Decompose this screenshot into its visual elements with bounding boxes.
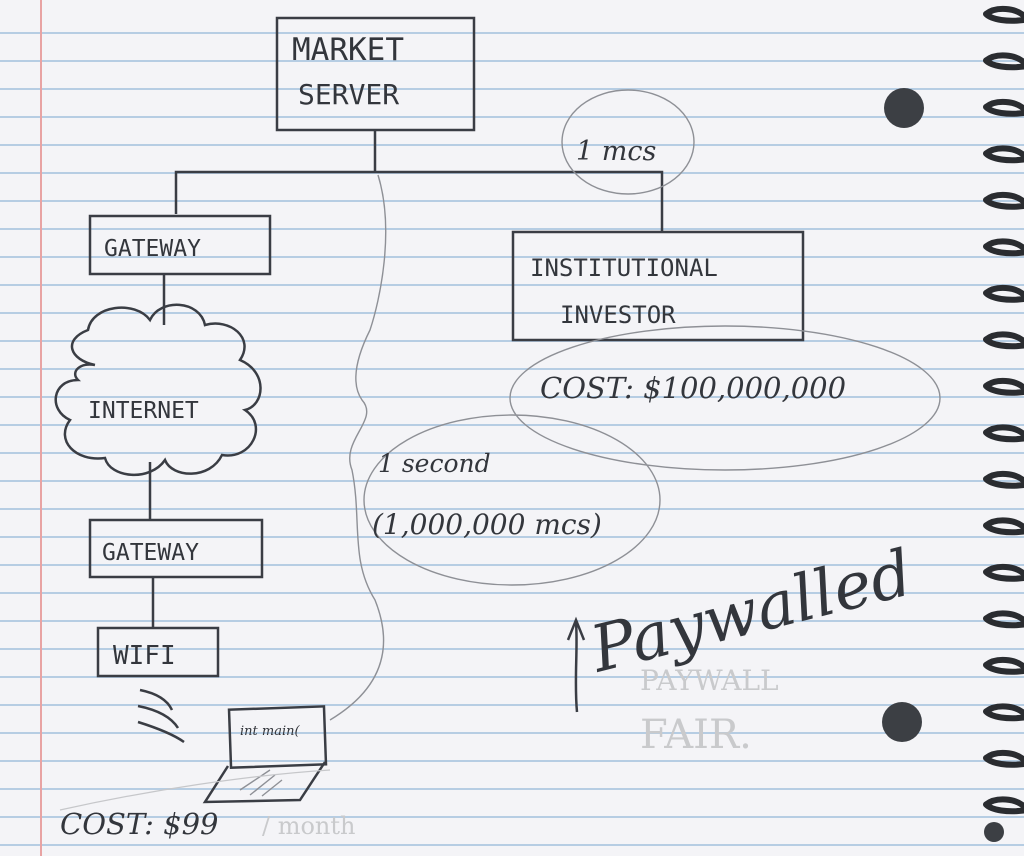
internet-label: INTERNET xyxy=(88,398,199,424)
gateway-top-label: GATEWAY xyxy=(104,236,201,262)
spiral-coil xyxy=(983,238,1024,257)
latency-retail-line1: 1 second xyxy=(378,449,491,478)
spiral-coil xyxy=(983,285,1024,303)
laptop-icon xyxy=(202,705,328,804)
faint-sketch-line xyxy=(59,769,331,811)
latency-ellipse-retail xyxy=(363,414,661,586)
spiral-coil xyxy=(983,424,1024,443)
retail-cost: COST: $99 xyxy=(60,807,218,841)
gateway-top-box xyxy=(88,214,272,276)
wifi-box xyxy=(96,626,220,678)
spiral-coil xyxy=(983,796,1024,815)
punch-hole-corner xyxy=(984,822,1004,842)
internet-cloud xyxy=(54,303,262,476)
spiral-coil xyxy=(983,145,1024,164)
connector-branch xyxy=(174,170,664,232)
spiral-coil xyxy=(983,378,1024,396)
spiral-coil xyxy=(983,517,1024,536)
latency-circle-institutional xyxy=(561,89,695,195)
institutional-cost-ellipse xyxy=(509,325,941,471)
latency-retail-line2: (1,000,000 mcs) xyxy=(372,508,602,541)
institutional-investor-box xyxy=(511,230,805,342)
market-server-line2: SERVER xyxy=(298,78,399,111)
up-arrow-icon xyxy=(566,616,586,713)
spiral-coil xyxy=(983,192,1024,210)
retail-cost-suffix: / month xyxy=(262,812,355,840)
margin-line xyxy=(40,0,42,856)
gateway-bottom-label: GATEWAY xyxy=(102,540,199,566)
spiral-coil xyxy=(983,52,1024,71)
institutional-cost: COST: $100,000,000 xyxy=(540,371,846,405)
spiral-coil xyxy=(983,610,1024,629)
laptop-screen-text: int main( xyxy=(240,724,300,739)
spiral-coil xyxy=(983,657,1024,675)
market-server-line1: MARKET xyxy=(292,32,404,68)
punch-hole-top xyxy=(884,88,924,128)
spiral-coil xyxy=(983,331,1024,350)
spiral-coil xyxy=(983,564,1024,582)
spiral-coil xyxy=(983,6,1024,24)
spiral-binding xyxy=(983,6,1024,815)
retail-latency-path xyxy=(329,174,387,721)
punch-hole-bottom xyxy=(882,702,922,742)
spiral-coil xyxy=(983,99,1024,117)
wifi-signal-icon xyxy=(137,688,185,744)
gateway-bottom-box xyxy=(88,518,264,579)
institutional-investor-line2: INVESTOR xyxy=(560,301,676,329)
latency-institutional: 1 mcs xyxy=(576,136,656,167)
spiral-coil xyxy=(983,471,1024,489)
institutional-investor-line1: INSTITUTIONAL xyxy=(530,254,718,282)
wifi-label: WIFI xyxy=(113,641,176,671)
spiral-coil xyxy=(983,703,1024,722)
erased-fair-text: FAIR. xyxy=(640,712,752,758)
erased-paywall-text: PAYWALL xyxy=(640,664,779,697)
spiral-coil xyxy=(983,750,1024,768)
